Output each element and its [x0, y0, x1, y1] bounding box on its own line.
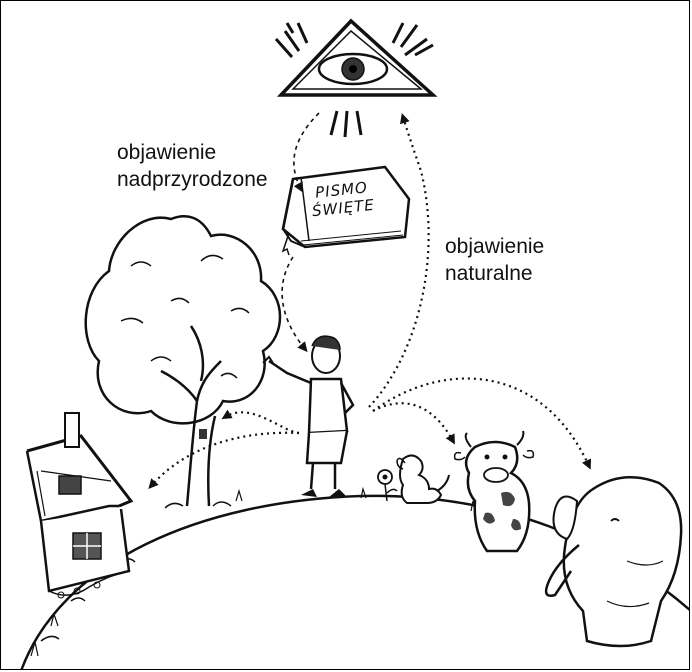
supernatural-label-line-1: objawienie	[117, 141, 217, 164]
house-icon	[25, 412, 134, 599]
supernatural-label-line-2: nadprzyrodzone	[117, 168, 268, 191]
natural-label-line-2: naturalne	[445, 262, 533, 285]
natural-label-line-1: objawienie	[445, 235, 545, 258]
elephant-icon	[544, 476, 683, 648]
holy-scripture-book-icon	[281, 165, 411, 256]
supernatural-revelation-arrow	[281, 112, 320, 353]
natural-revelation-label: objawienie naturalne	[445, 233, 544, 287]
flower-icon	[377, 469, 398, 502]
natural-revelation-arrow	[368, 113, 430, 408]
dog-icon	[396, 454, 450, 504]
tree-icon	[84, 215, 282, 509]
eye-of-providence-icon	[274, 18, 438, 138]
man-figure-icon	[262, 335, 355, 497]
book-title: PISMO ŚWIĘTE	[309, 178, 375, 220]
creation-arrows	[148, 377, 592, 489]
supernatural-revelation-label: objawienie nadprzyrodzone	[117, 139, 268, 193]
cow-icon	[453, 430, 535, 553]
